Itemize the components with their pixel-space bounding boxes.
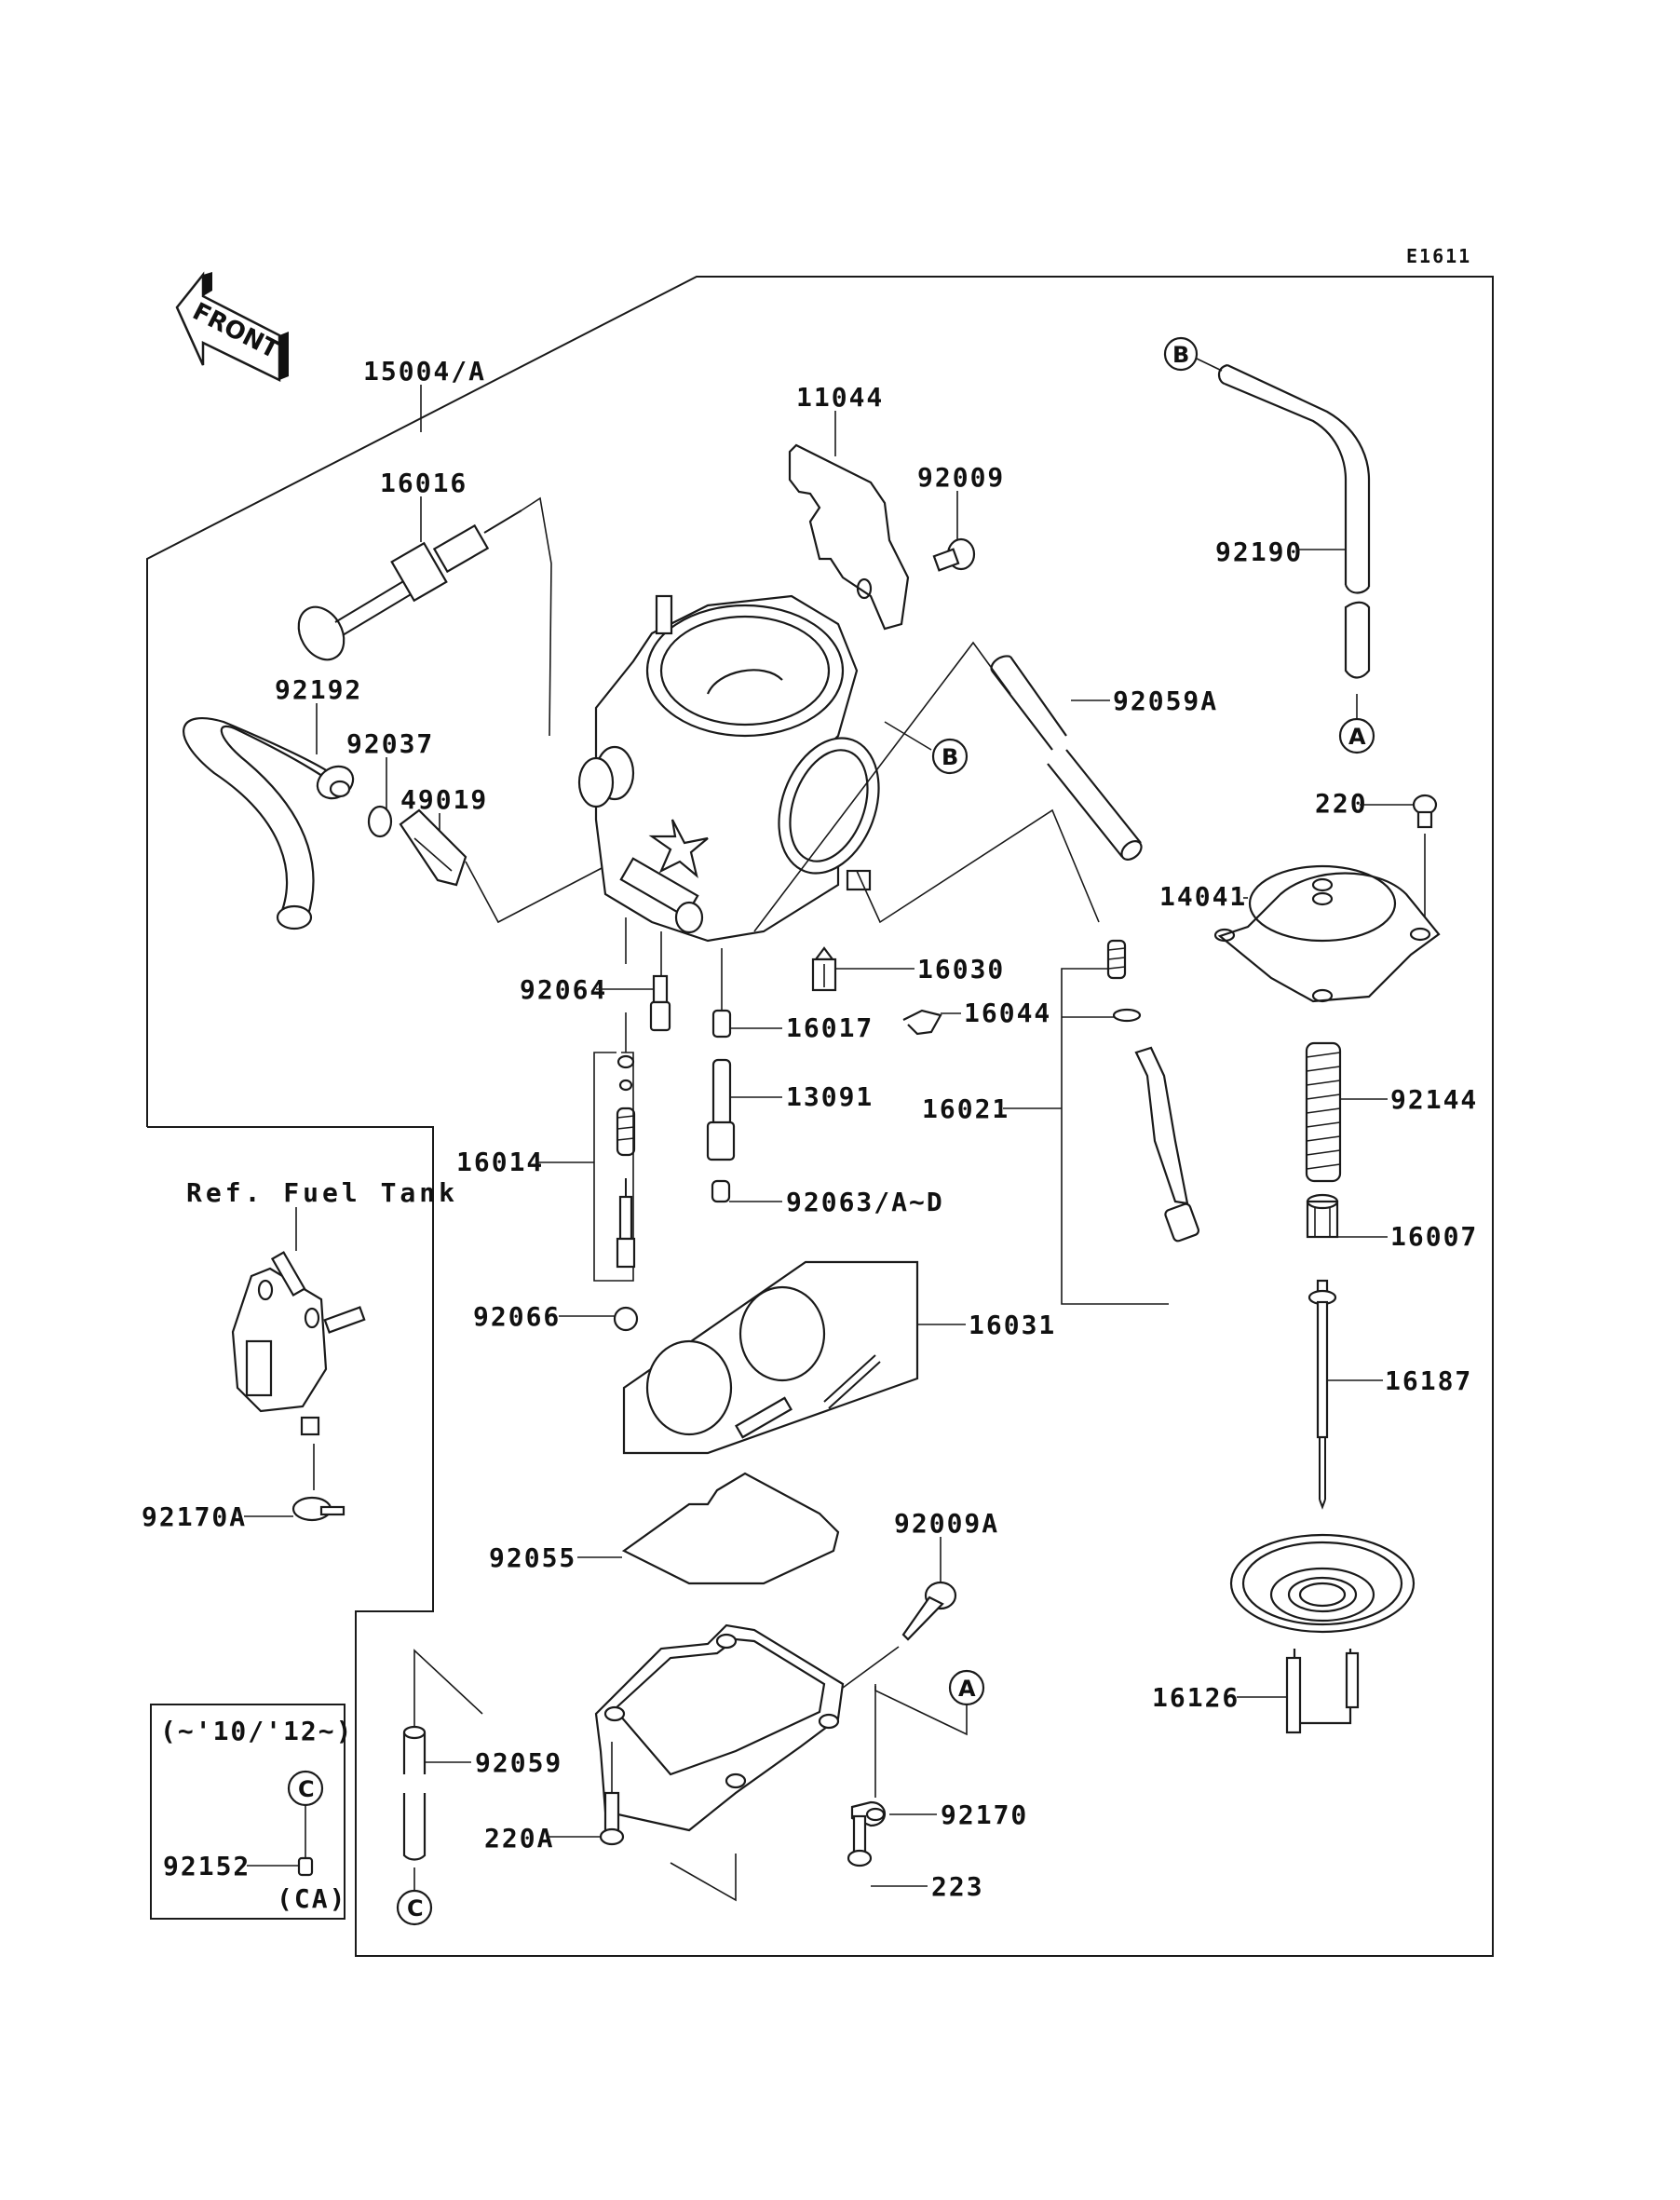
part-11044-bracket[interactable] [788,443,910,631]
label-223[interactable]: 223 [931,1871,984,1902]
label-92059[interactable]: 92059 [475,1747,562,1778]
diagram-code: E1611 [1406,245,1471,267]
leader-needle-jet-frame [856,808,1100,924]
svg-text:B: B [1172,342,1189,368]
label-13091[interactable]: 13091 [786,1081,874,1112]
part-92152-cap[interactable] [297,1856,314,1877]
part-float-bowl [594,1623,845,1832]
part-16030-float-valve[interactable] [811,946,837,992]
label-92144[interactable]: 92144 [1390,1084,1478,1115]
connector-a-top: A [1338,717,1375,754]
part-carburetor-body [577,594,880,943]
part-16016-choke-plunger[interactable] [290,509,522,668]
bracket-16014 [593,1052,634,1282]
assembly-outline [146,276,1494,1957]
label-16031[interactable]: 16031 [969,1310,1056,1340]
label-49019[interactable]: 49019 [400,784,488,815]
leader-connector-b [1196,358,1223,372]
label-92009[interactable]: 92009 [917,462,1005,493]
part-49019-filter[interactable] [399,808,467,887]
part-92055-gasket[interactable] [621,1472,840,1585]
leader-92009A-tail [842,1646,900,1689]
svg-text:A: A [958,1676,976,1702]
label-ref-fuel-tank: Ref. Fuel Tank [186,1177,458,1208]
label-14041[interactable]: 14041 [1159,881,1247,912]
label-92190[interactable]: 92190 [1215,536,1303,567]
label-11044[interactable]: 11044 [796,382,884,413]
part-92144-spring[interactable] [1305,1041,1342,1183]
part-92009A-drain-screw[interactable] [901,1581,957,1641]
part-16021-starter-plunger[interactable] [1106,939,1200,1243]
label-16007[interactable]: 16007 [1390,1221,1478,1252]
front-arrow-icon: FRONT [175,271,289,383]
inset-region: (CA) [277,1883,346,1914]
label-92170A[interactable]: 92170A [142,1501,247,1532]
label-16030[interactable]: 16030 [917,954,1005,985]
part-92037-clip[interactable] [367,805,393,838]
part-92190-hose[interactable] [1217,363,1371,679]
label-220A[interactable]: 220A [484,1823,554,1854]
part-92064-pilot-jet[interactable] [649,974,671,1032]
svg-text:C: C [407,1895,424,1922]
connector-b-top: B [1163,336,1199,372]
inset-title: (~'10/'12~) [160,1716,353,1746]
part-220-screw[interactable] [1412,794,1438,829]
label-15004A[interactable]: 15004/A [363,356,486,387]
part-223-screw[interactable] [847,1814,873,1867]
part-13091-needle-jet-holder[interactable] [706,1058,736,1161]
label-92170[interactable]: 92170 [941,1799,1028,1830]
inset-box-ca [150,1704,345,1920]
svg-text:C: C [298,1776,315,1802]
label-92066[interactable]: 92066 [473,1301,561,1332]
label-16017[interactable]: 16017 [786,1012,874,1043]
part-220A-screw[interactable] [599,1791,625,1846]
label-92063[interactable]: 92063/A~D [786,1187,944,1217]
label-92059A[interactable]: 92059A [1113,686,1218,716]
leader-16016-tail [521,496,552,737]
label-16187[interactable]: 16187 [1385,1365,1472,1396]
label-92055[interactable]: 92055 [489,1542,576,1573]
label-16044[interactable]: 16044 [964,998,1051,1028]
part-92059-tube[interactable] [402,1725,427,1861]
part-92066-plug[interactable] [613,1306,639,1332]
label-92037[interactable]: 92037 [346,728,434,759]
part-16031-throttle-valve-set[interactable] [645,1285,881,1439]
connector-c-bowl: C [396,1889,433,1926]
part-14041-top-cap[interactable] [1213,864,1441,1003]
part-92192-hose[interactable] [183,717,359,930]
label-220[interactable]: 220 [1315,788,1368,819]
label-16021[interactable]: 16021 [922,1093,1009,1124]
connector-b-body: B [931,738,969,775]
leader-92059A-frame [753,641,1011,932]
label-16016[interactable]: 16016 [380,468,467,498]
bracket-16031 [622,1260,919,1455]
label-16126[interactable]: 16126 [1152,1682,1240,1713]
leader-92059-frame [413,1649,483,1728]
part-92170A-clamp[interactable] [291,1496,345,1522]
part-fuel-valve [231,1251,366,1436]
leader-49019-tail [465,861,606,924]
svg-text:B: B [942,744,958,770]
leader-connector-b-body [884,721,932,751]
label-92192[interactable]: 92192 [275,674,362,705]
label-92009A[interactable]: 92009A [894,1508,999,1539]
part-16187-jet-needle[interactable] [1307,1279,1337,1510]
leader-bowl-frame [670,1854,737,1902]
label-16014[interactable]: 16014 [456,1147,544,1177]
label-92152[interactable]: 92152 [163,1851,251,1881]
part-92009-screw[interactable] [932,537,976,572]
part-16014-pilot-screw-set[interactable] [616,1054,636,1269]
part-16126-vacuum-piston[interactable] [1229,1533,1416,1734]
part-16017-needle-jet[interactable] [711,1009,732,1039]
part-92063-main-jet[interactable] [711,1179,731,1203]
part-92059A-tube[interactable] [990,655,1145,862]
bracket-16021 [1061,968,1169,1305]
label-92064[interactable]: 92064 [520,974,607,1005]
connector-c-inset: C [287,1770,324,1807]
svg-text:A: A [1348,724,1366,750]
part-16044-clip[interactable] [902,1009,942,1036]
connector-a-bowl: A [948,1669,985,1706]
part-16007-needle-holder[interactable] [1306,1193,1339,1239]
